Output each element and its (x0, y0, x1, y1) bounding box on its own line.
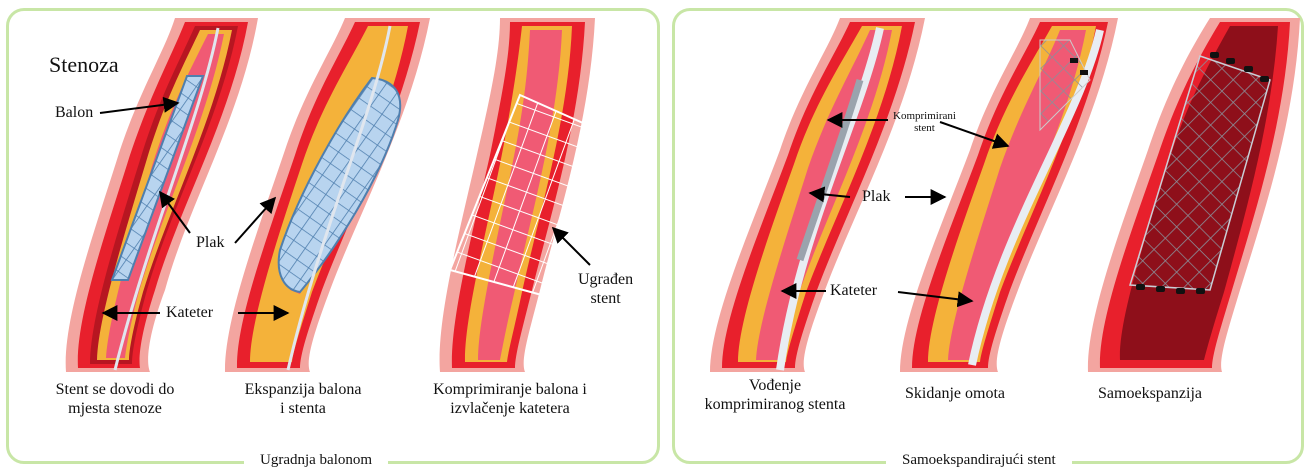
vessel-6 (1088, 18, 1300, 372)
step-caption-5: Skidanje omota (880, 384, 1030, 403)
step-caption-2-line2: i stenta (218, 399, 388, 418)
plaque-label-right: Plak (862, 188, 890, 206)
implanted-stent-label-line2: stent (578, 289, 633, 308)
step-caption-3-line1: Komprimiranje balona i (405, 380, 615, 399)
vessel-3 (440, 18, 610, 372)
step-caption-1-line2: mjesta stenoze (30, 399, 200, 418)
plaque-label-left: Plak (196, 234, 224, 252)
step-caption-4-line2: komprimiranog stenta (700, 395, 850, 414)
vessel-4 (710, 18, 925, 372)
step-caption-5-line1: Skidanje omota (880, 384, 1030, 403)
step-caption-3-line2: izvlačenje katetera (405, 399, 615, 418)
compressed-stent-label: Komprimirani stent (893, 110, 956, 134)
catheter-label-right: Kateter (830, 282, 877, 300)
step-caption-4-line1: Vođenje (700, 376, 850, 395)
step-caption-4: Vođenje komprimiranog stenta (700, 376, 850, 414)
implanted-stent-label: Ugrađen stent (578, 270, 633, 308)
vessel-5 (900, 18, 1118, 372)
catheter-label-left: Kateter (166, 304, 213, 322)
implanted-stent-label-line1: Ugrađen (578, 270, 633, 289)
step-caption-1: Stent se dovodi do mjesta stenoze (30, 380, 200, 418)
step-caption-2-line1: Ekspanzija balona (218, 380, 388, 399)
step-caption-6-line1: Samoekspanzija (1075, 384, 1225, 403)
caption-balloon-implantation: Ugradnja balonom (244, 452, 388, 469)
caption-self-expanding-stent: Samoekspandirajući stent (886, 452, 1072, 469)
step-caption-1-line1: Stent se dovodi do (30, 380, 200, 399)
compressed-stent-label-line2: stent (893, 122, 956, 134)
step-caption-2: Ekspanzija balona i stenta (218, 380, 388, 418)
balloon-label: Balon (55, 104, 93, 122)
stenosis-title: Stenoza (49, 52, 119, 78)
compressed-stent-label-line1: Komprimirani (893, 110, 956, 122)
vessel-2 (225, 18, 430, 372)
step-caption-3: Komprimiranje balona i izvlačenje katete… (405, 380, 615, 418)
step-caption-6: Samoekspanzija (1075, 384, 1225, 403)
